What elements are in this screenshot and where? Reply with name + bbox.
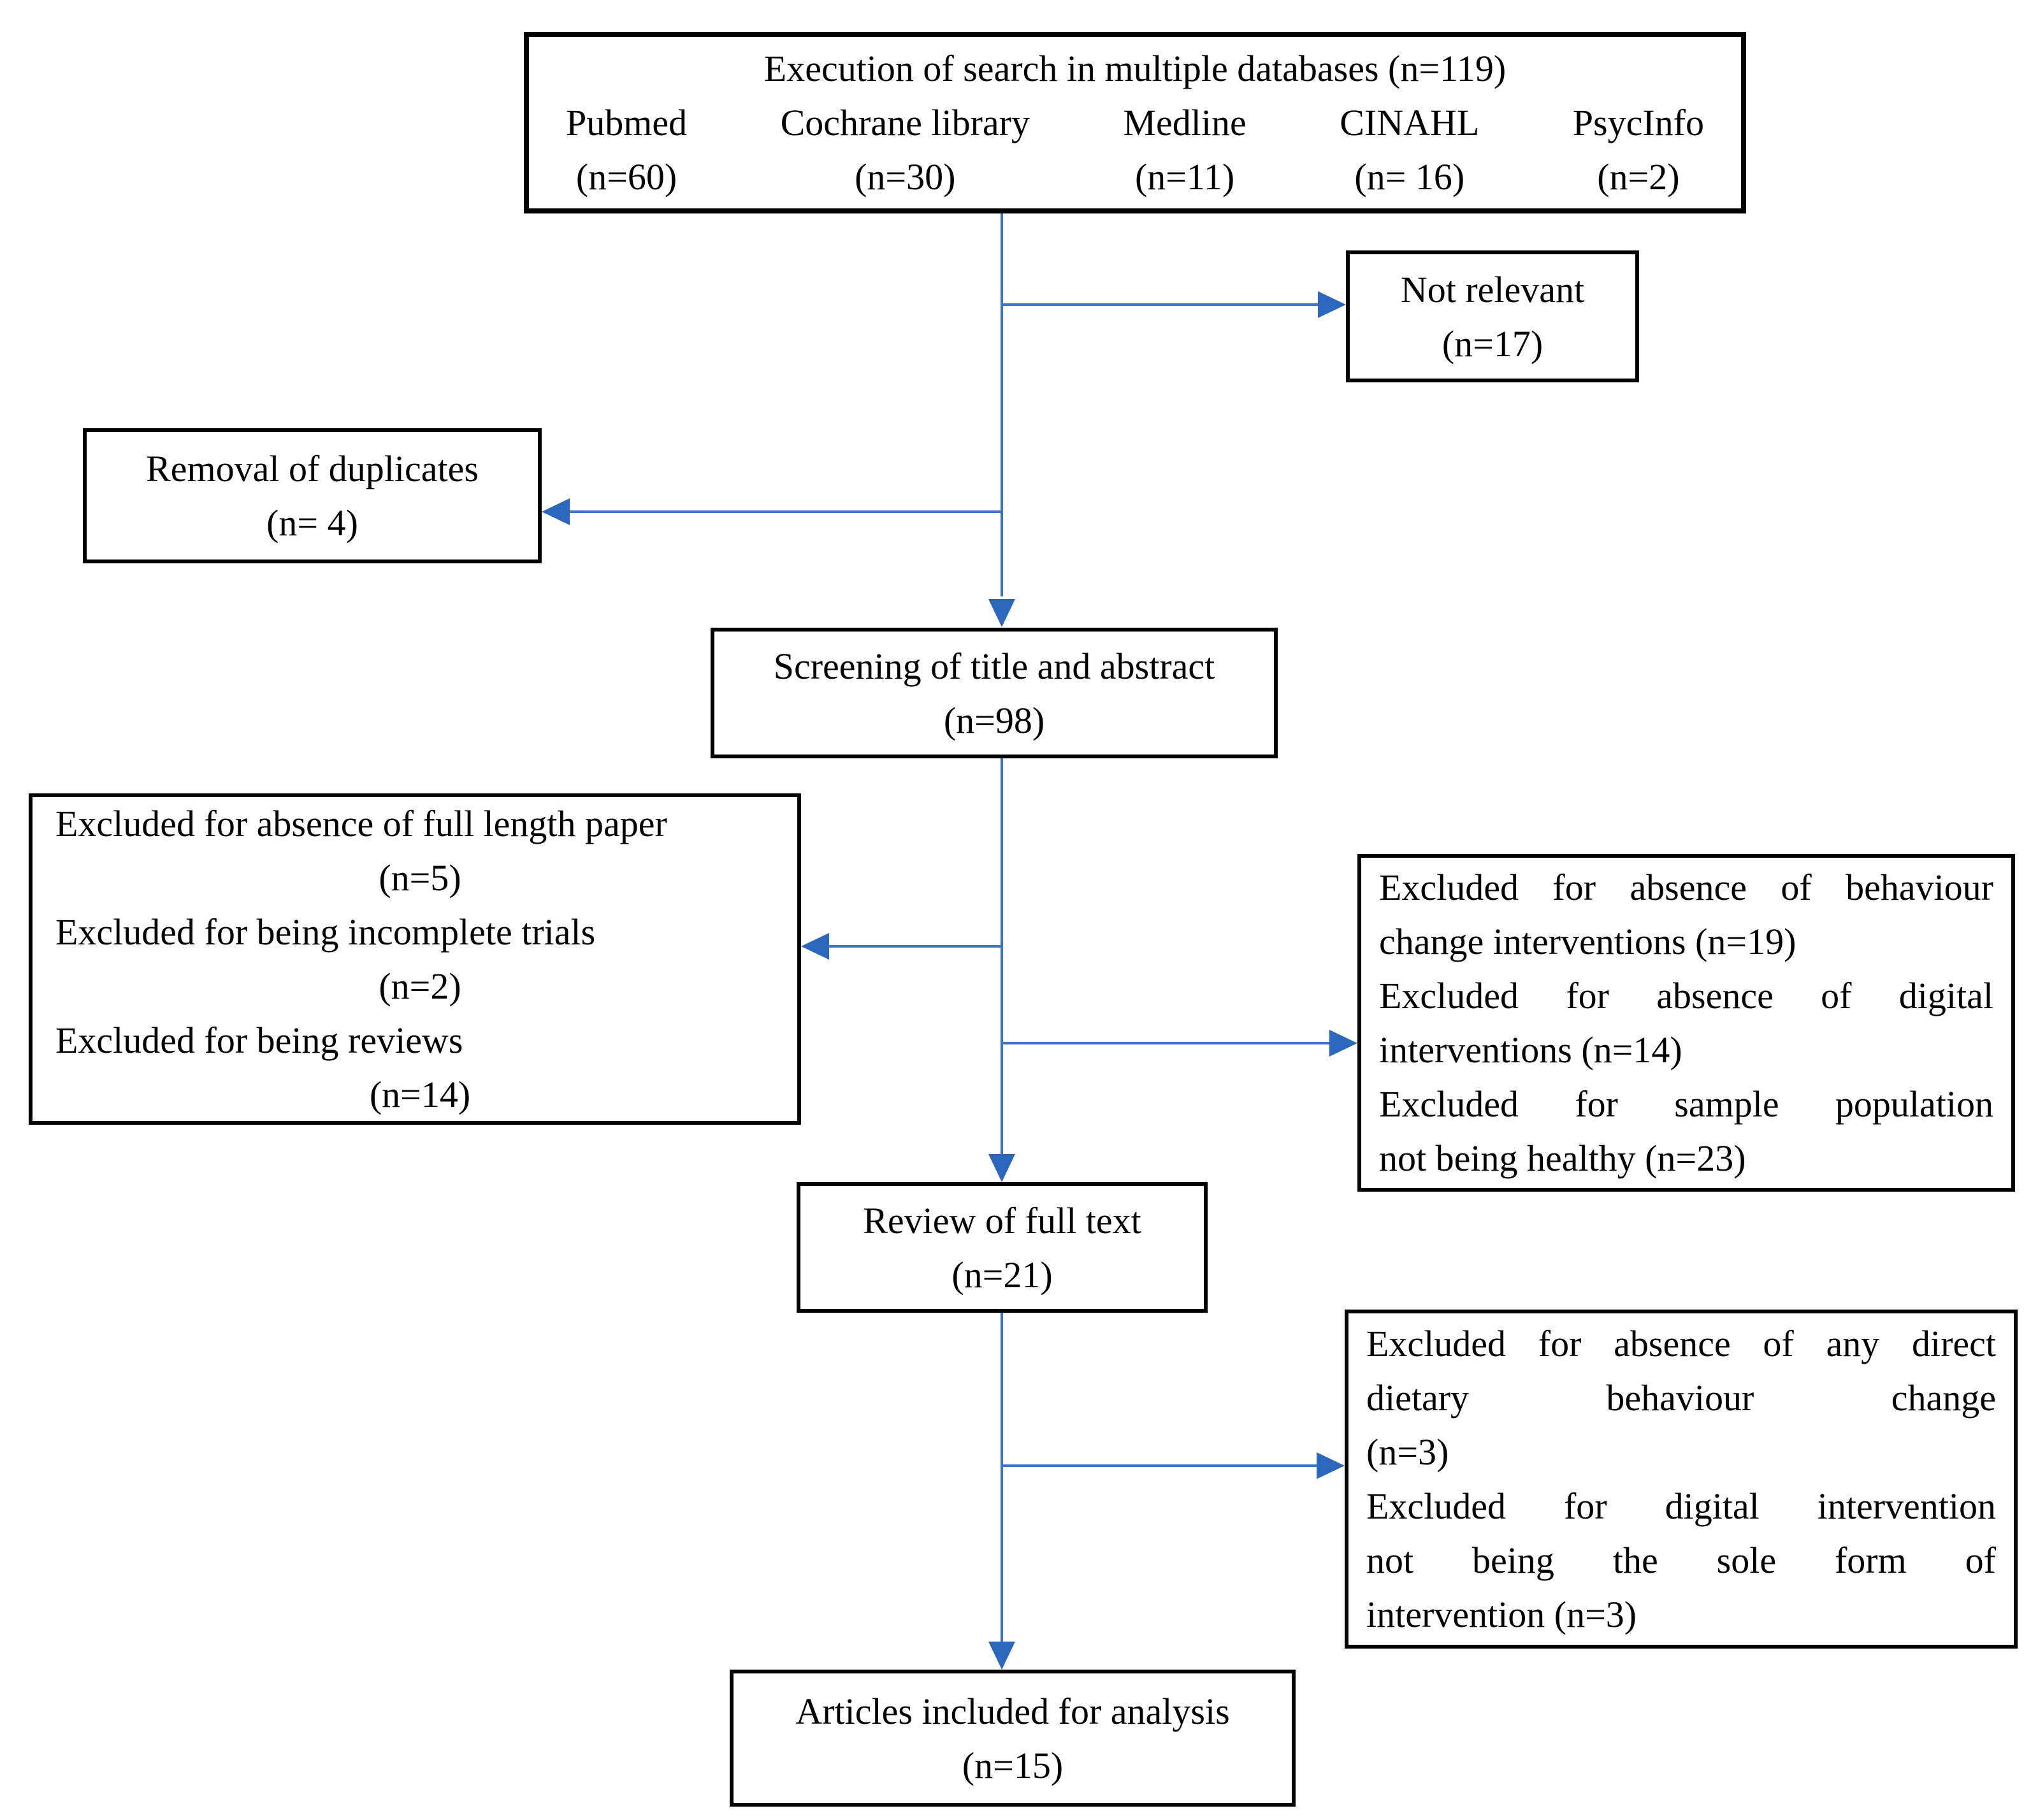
node-excluded-title-abstract-left: Excluded for absence of full length pape…	[29, 793, 801, 1125]
duplicates-count: (n= 4)	[266, 502, 358, 544]
connector-to-excluded-left	[829, 945, 1003, 948]
exclusion-reason: Excluded for being incomplete trials	[55, 911, 596, 953]
database-cinahl: CINAHL (n= 16)	[1340, 96, 1479, 204]
arrowhead-down-articles	[988, 1642, 1015, 1670]
exclusion-line: Excluded for absence of digital	[1379, 975, 1993, 1016]
node-duplicates: Removal of duplicates (n= 4)	[83, 428, 542, 563]
search-title: Execution of search in multiple database…	[763, 48, 1507, 89]
screening-label: Screening of title and abstract	[773, 645, 1215, 687]
connector-to-not-relevant	[1002, 303, 1318, 306]
database-count: (n= 16)	[1354, 156, 1465, 198]
node-excluded-full-text: Excluded for absence of any direct dieta…	[1345, 1310, 2018, 1649]
exclusion-count: (n=2)	[379, 965, 461, 1007]
database-medline: Medline (n=11)	[1123, 96, 1246, 204]
database-name: PsycInfo	[1572, 102, 1704, 143]
duplicates-label: Removal of duplicates	[146, 448, 479, 489]
exclusion-line: intervention (n=3)	[1366, 1594, 1637, 1635]
exclusion-reason: Excluded for absence of full length pape…	[55, 803, 667, 844]
database-pubmed: Pubmed (n=60)	[566, 96, 687, 204]
exclusion-line: not being healthy (n=23)	[1379, 1138, 1746, 1179]
node-screening: Screening of title and abstract (n=98)	[711, 628, 1278, 758]
arrowhead-right-excluded	[1329, 1030, 1357, 1057]
exclusion-line: interventions (n=14)	[1379, 1029, 1682, 1071]
database-cochrane: Cochrane library (n=30)	[781, 96, 1030, 204]
arrowhead-left-excluded	[801, 933, 829, 960]
node-search: Execution of search in multiple database…	[524, 32, 1746, 213]
node-articles-included: Articles included for analysis (n=15)	[730, 1670, 1296, 1807]
node-excluded-title-abstract-right: Excluded for absence of behaviour change…	[1357, 854, 2015, 1192]
screening-count: (n=98)	[943, 699, 1045, 741]
connector-to-excluded-right	[1002, 1042, 1329, 1044]
connector-to-excluded-fulltext	[1002, 1464, 1317, 1467]
exclusion-line: Excluded for digital intervention	[1366, 1485, 1996, 1527]
database-name: Pubmed	[566, 102, 688, 143]
articles-label: Articles included for analysis	[795, 1690, 1230, 1732]
connector-to-duplicates	[570, 510, 1003, 513]
exclusion-line: Excluded for absence of behaviour	[1379, 867, 1993, 908]
arrowhead-down-review	[988, 1154, 1015, 1182]
database-count: (n=30)	[855, 156, 956, 198]
arrowhead-left-duplicates	[542, 498, 570, 525]
database-name: Cochrane library	[780, 102, 1030, 143]
exclusion-count: (n=5)	[379, 857, 461, 899]
connector-search-to-screening	[1001, 212, 1003, 596]
connector-screening-to-review	[1001, 758, 1003, 1154]
articles-count: (n=15)	[962, 1744, 1064, 1786]
not-relevant-label: Not relevant	[1400, 268, 1585, 310]
database-count: (n=2)	[1597, 156, 1680, 198]
search-databases: Pubmed (n=60) Cochrane library (n=30) Me…	[529, 96, 1741, 204]
exclusion-count: (n=14)	[369, 1074, 471, 1115]
exclusion-line: not being the sole form of	[1366, 1540, 1996, 1581]
arrowhead-right-not-relevant	[1318, 291, 1346, 318]
database-count: (n=60)	[575, 156, 677, 198]
database-count: (n=11)	[1134, 156, 1235, 198]
arrowhead-down-screening	[988, 599, 1015, 627]
exclusion-line: Excluded for sample population	[1379, 1083, 1993, 1125]
review-label: Review of full text	[863, 1199, 1141, 1241]
arrowhead-right-excluded-fulltext	[1317, 1452, 1345, 1479]
exclusion-line: dietary behaviour change	[1366, 1377, 1996, 1419]
node-not-relevant: Not relevant (n=17)	[1346, 250, 1639, 382]
exclusion-reason: Excluded for being reviews	[55, 1020, 463, 1061]
connector-review-to-articles	[1001, 1313, 1003, 1642]
database-name: Medline	[1123, 102, 1247, 143]
database-psycinfo: PsycInfo (n=2)	[1573, 96, 1704, 204]
review-count: (n=21)	[951, 1253, 1053, 1296]
exclusion-line: (n=3)	[1366, 1431, 1449, 1473]
exclusion-line: Excluded for absence of any direct	[1366, 1323, 1996, 1364]
node-review: Review of full text (n=21)	[797, 1182, 1208, 1313]
database-name: CINAHL	[1340, 102, 1480, 143]
not-relevant-count: (n=17)	[1442, 322, 1543, 365]
exclusion-line: change interventions (n=19)	[1379, 921, 1796, 962]
